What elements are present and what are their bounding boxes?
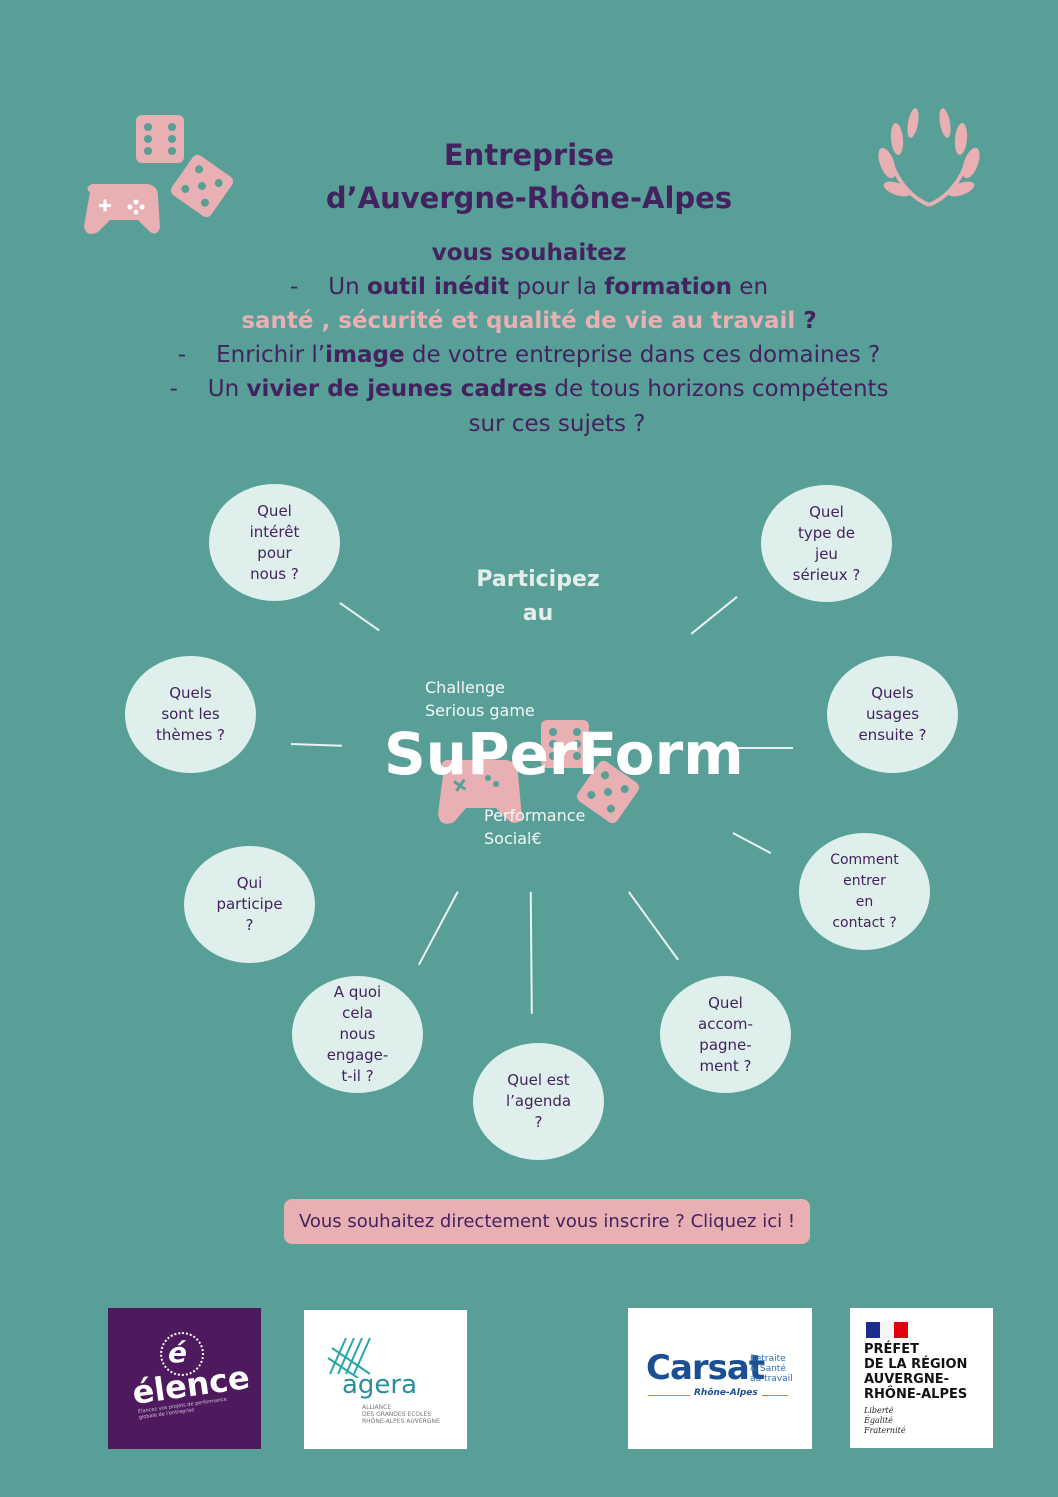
connector-line [418, 891, 459, 966]
intro-lead: vous souhaitez [431, 240, 627, 266]
sparkle-icon [160, 1332, 204, 1376]
dice-icon [541, 720, 589, 768]
connector-line [290, 743, 342, 747]
intro-item-talent: -Un vivier de jeunes cadres de tous hori… [169, 376, 889, 402]
brand-title: SuPerForm [384, 720, 744, 788]
connector-line [339, 602, 380, 631]
heading-line-1: Entreprise [443, 138, 615, 172]
center-dice-gamepad [438, 720, 640, 824]
intro-item-tool: -Un outil inédit pour la formation en [289, 274, 769, 300]
gamepad-icon [84, 184, 160, 234]
connector-line [690, 596, 738, 635]
intro-item-health: santé , sécurité et qualité de vie au tr… [241, 308, 817, 334]
dice-gamepad-decoration [84, 115, 234, 234]
connector-line [530, 891, 533, 1014]
register-button[interactable]: Vous souhaitez directement vous inscrire… [284, 1199, 810, 1244]
connector-line [733, 747, 793, 749]
elence-logo[interactable]: é élence Élancez vos projets de performa… [108, 1308, 261, 1449]
challenge-label: Challenge Serious game [425, 678, 535, 720]
marianne-flag-icon [866, 1322, 908, 1338]
connector-line [628, 891, 679, 961]
grid-icon [327, 1337, 371, 1378]
intro-item-subjects: sur ces sujets ? [468, 411, 646, 437]
performance-label: Performance Social€ [484, 806, 586, 848]
heading-line-2: d’Auvergne-Rhône-Alpes [325, 181, 733, 215]
laurel-icon [878, 108, 980, 207]
intro-item-image: -Enrichir l’image de votre entreprise da… [177, 342, 881, 368]
gamepad-icon [438, 760, 522, 824]
dice-icon [136, 115, 184, 163]
elence-e: é [168, 1336, 187, 1369]
dice-icon [170, 154, 234, 218]
carsat-wordmark: Carsat [646, 1348, 765, 1388]
connector-line [732, 832, 772, 854]
dice-icon [576, 760, 640, 824]
dash: - [289, 274, 299, 300]
carsat-region: Rhône-Alpes [690, 1388, 762, 1398]
participate-text: Participez au [476, 567, 600, 626]
agera-wordmark: agera [342, 1370, 418, 1400]
